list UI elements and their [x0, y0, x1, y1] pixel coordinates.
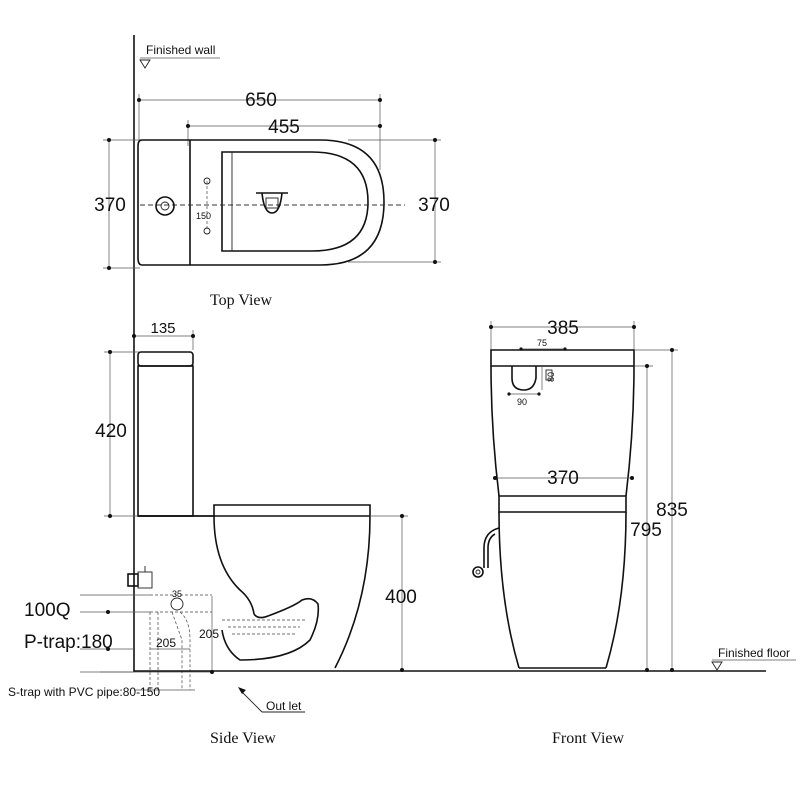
dim-370-right: 370: [418, 195, 450, 216]
dim-455: 455: [268, 117, 300, 138]
dim-835: 835: [656, 500, 688, 521]
front-view: 385 75 80 90 370: [472, 318, 688, 672]
side-view-caption: Side View: [210, 730, 276, 747]
dim-80: 80: [546, 372, 556, 382]
dim-135: 135: [150, 320, 175, 337]
dim-90: 90: [517, 397, 527, 407]
dim-370-front: 370: [547, 468, 579, 489]
finished-floor: Finished floor: [134, 646, 796, 672]
top-view-caption: Top View: [210, 292, 273, 309]
dim-35: 35: [172, 589, 182, 599]
finished-wall: Finished wall: [133, 35, 220, 672]
label-p-trap: P-trap:180: [24, 632, 113, 653]
dim-205-left: 205: [156, 636, 176, 650]
dim-205-right: 205: [199, 627, 219, 641]
dim-385: 385: [547, 318, 579, 339]
finished-floor-label: Finished floor: [718, 646, 790, 660]
dim-420: 420: [95, 421, 127, 442]
side-view: 135 420 400 35: [8, 320, 417, 713]
dim-400: 400: [385, 587, 417, 608]
finished-wall-label: Finished wall: [146, 43, 215, 57]
dim-150: 150: [196, 211, 211, 221]
dim-650: 650: [245, 90, 277, 111]
top-view: 650 455 370 370: [94, 90, 450, 270]
label-outlet: Out let: [266, 699, 302, 713]
dim-75: 75: [537, 338, 547, 348]
label-s-trap: S-trap with PVC pipe:80-150: [8, 685, 160, 699]
dim-795: 795: [630, 520, 662, 541]
label-100q: 100Q: [24, 600, 70, 621]
dim-370-left: 370: [94, 195, 126, 216]
front-view-caption: Front View: [552, 730, 625, 747]
